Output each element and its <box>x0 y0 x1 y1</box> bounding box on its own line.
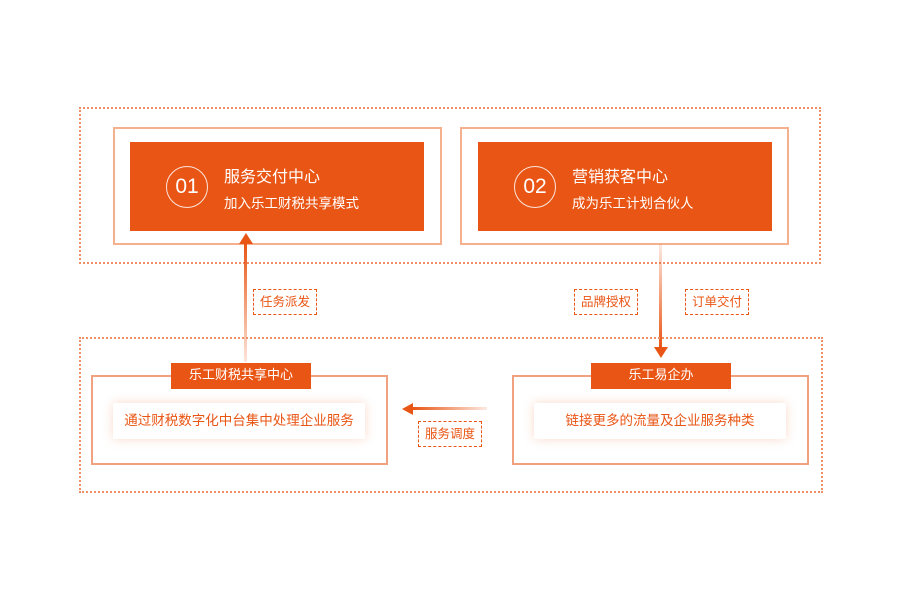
order-delivery-tag: 订单交付 <box>685 289 749 315</box>
card-title: 营销获客中心 <box>572 167 669 186</box>
card-subtitle: 成为乐工计划合伙人 <box>572 196 694 212</box>
card-number-badge: 01 <box>166 166 208 208</box>
bottom-region <box>79 337 823 493</box>
arrow-left-icon <box>402 402 413 415</box>
card-number-badge: 02 <box>514 166 556 208</box>
card-title: 服务交付中心 <box>224 167 321 186</box>
service-scheduling-tag: 服务调度 <box>418 421 482 447</box>
arrow-up-icon <box>238 233 253 244</box>
order-flow-arrow-shaft <box>659 244 662 348</box>
task-dispatch-arrow-shaft <box>244 244 247 362</box>
marketing-card[interactable]: 02 营销获客中心 成为乐工计划合伙人 <box>478 142 772 231</box>
task-dispatch-tag: 任务派发 <box>253 289 317 315</box>
card-subtitle: 加入乐工财税共享模式 <box>224 196 359 212</box>
brand-authorization-tag: 品牌授权 <box>574 289 638 315</box>
finance-center-label: 乐工财税共享中心 <box>171 363 311 389</box>
arrow-down-icon <box>653 347 668 358</box>
service-scheduling-arrow-shaft <box>413 407 487 410</box>
yiqiban-description: 链接更多的流量及企业服务种类 <box>534 403 786 439</box>
yiqiban-label: 乐工易企办 <box>591 363 731 389</box>
finance-center-description: 通过财税数字化中台集中处理企业服务 <box>113 403 365 439</box>
service-delivery-card[interactable]: 01 服务交付中心 加入乐工财税共享模式 <box>130 142 424 231</box>
top-region <box>79 107 821 264</box>
